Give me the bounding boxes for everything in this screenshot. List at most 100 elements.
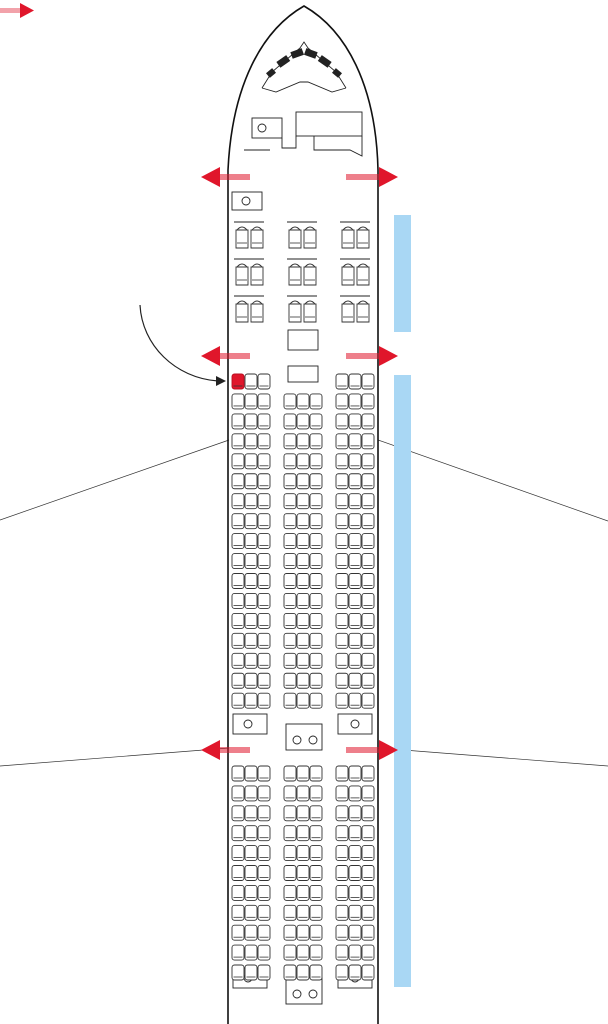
economy-seat[interactable]: [257, 785, 271, 802]
economy-seat[interactable]: [361, 473, 375, 490]
economy-seat[interactable]: [348, 493, 362, 510]
economy-seat[interactable]: [231, 413, 245, 430]
economy-seat[interactable]: [348, 393, 362, 410]
economy-seat[interactable]: [361, 904, 375, 921]
economy-seat[interactable]: [231, 805, 245, 822]
economy-seat[interactable]: [257, 612, 271, 629]
economy-seat[interactable]: [309, 924, 323, 941]
economy-seat[interactable]: [309, 672, 323, 689]
economy-seat[interactable]: [309, 553, 323, 569]
economy-seat[interactable]: [309, 692, 323, 709]
economy-seat[interactable]: [257, 433, 271, 450]
economy-seat[interactable]: [348, 692, 362, 709]
economy-seat[interactable]: [348, 785, 362, 802]
economy-seat[interactable]: [244, 413, 258, 430]
economy-seat[interactable]: [309, 413, 323, 430]
economy-seat[interactable]: [361, 593, 375, 609]
economy-seat[interactable]: [335, 765, 349, 782]
economy-seat[interactable]: [361, 393, 375, 410]
economy-seat[interactable]: [257, 765, 271, 782]
economy-seat[interactable]: [283, 652, 297, 669]
economy-seat[interactable]: [335, 805, 349, 822]
economy-seat[interactable]: [361, 373, 375, 390]
economy-seat[interactable]: [335, 393, 349, 410]
economy-seat[interactable]: [244, 373, 258, 390]
economy-seat[interactable]: [244, 785, 258, 802]
economy-seat[interactable]: [296, 513, 310, 530]
economy-seat[interactable]: [309, 825, 323, 842]
economy-seat[interactable]: [283, 473, 297, 490]
economy-seat[interactable]: [244, 593, 258, 609]
economy-seat[interactable]: [283, 433, 297, 450]
economy-seat[interactable]: [348, 453, 362, 470]
economy-seat[interactable]: [361, 533, 375, 550]
business-seat[interactable]: [288, 226, 302, 249]
economy-seat[interactable]: [257, 373, 271, 390]
economy-seat[interactable]: [335, 473, 349, 490]
economy-seat[interactable]: [335, 884, 349, 901]
economy-seat[interactable]: [309, 393, 323, 410]
economy-seat[interactable]: [231, 672, 245, 689]
economy-seat[interactable]: [257, 692, 271, 709]
economy-seat[interactable]: [361, 964, 375, 981]
economy-seat[interactable]: [257, 652, 271, 669]
economy-seat[interactable]: [296, 493, 310, 510]
economy-seat[interactable]: [257, 884, 271, 901]
business-seat[interactable]: [341, 226, 355, 249]
economy-seat[interactable]: [231, 373, 245, 390]
economy-seat[interactable]: [231, 692, 245, 709]
economy-seat[interactable]: [296, 672, 310, 689]
economy-seat[interactable]: [348, 765, 362, 782]
economy-seat[interactable]: [348, 553, 362, 569]
business-seat[interactable]: [235, 226, 249, 249]
economy-seat[interactable]: [283, 944, 297, 961]
economy-seat[interactable]: [296, 473, 310, 490]
economy-seat[interactable]: [335, 672, 349, 689]
economy-seat[interactable]: [335, 433, 349, 450]
economy-seat[interactable]: [257, 924, 271, 941]
economy-seat[interactable]: [335, 825, 349, 842]
economy-seat[interactable]: [283, 453, 297, 470]
economy-seat[interactable]: [231, 612, 245, 629]
business-seat[interactable]: [303, 300, 317, 323]
economy-seat[interactable]: [361, 692, 375, 709]
economy-seat[interactable]: [257, 964, 271, 981]
economy-seat[interactable]: [309, 632, 323, 649]
business-seat[interactable]: [235, 300, 249, 323]
economy-seat[interactable]: [348, 805, 362, 822]
economy-seat[interactable]: [244, 765, 258, 782]
economy-seat[interactable]: [283, 865, 297, 881]
economy-seat[interactable]: [244, 393, 258, 410]
economy-seat[interactable]: [283, 964, 297, 981]
economy-seat[interactable]: [361, 612, 375, 629]
economy-seat[interactable]: [361, 805, 375, 822]
economy-seat[interactable]: [335, 533, 349, 550]
economy-seat[interactable]: [296, 612, 310, 629]
economy-seat[interactable]: [231, 825, 245, 842]
economy-seat[interactable]: [231, 884, 245, 901]
economy-seat[interactable]: [257, 865, 271, 881]
economy-seat[interactable]: [361, 553, 375, 569]
economy-seat[interactable]: [231, 533, 245, 550]
economy-seat[interactable]: [309, 765, 323, 782]
business-seat[interactable]: [303, 226, 317, 249]
economy-seat[interactable]: [231, 944, 245, 961]
economy-seat[interactable]: [361, 672, 375, 689]
economy-seat[interactable]: [296, 845, 310, 862]
economy-seat[interactable]: [309, 612, 323, 629]
economy-seat[interactable]: [231, 632, 245, 649]
economy-seat[interactable]: [231, 845, 245, 862]
economy-seat[interactable]: [231, 393, 245, 410]
economy-seat[interactable]: [283, 493, 297, 510]
economy-seat[interactable]: [283, 593, 297, 609]
economy-seat[interactable]: [283, 924, 297, 941]
economy-seat[interactable]: [296, 944, 310, 961]
economy-seat[interactable]: [283, 533, 297, 550]
economy-seat[interactable]: [335, 865, 349, 881]
economy-seat[interactable]: [348, 533, 362, 550]
economy-seat[interactable]: [257, 672, 271, 689]
economy-seat[interactable]: [309, 533, 323, 550]
economy-seat[interactable]: [348, 433, 362, 450]
economy-seat[interactable]: [348, 573, 362, 589]
economy-seat[interactable]: [309, 904, 323, 921]
